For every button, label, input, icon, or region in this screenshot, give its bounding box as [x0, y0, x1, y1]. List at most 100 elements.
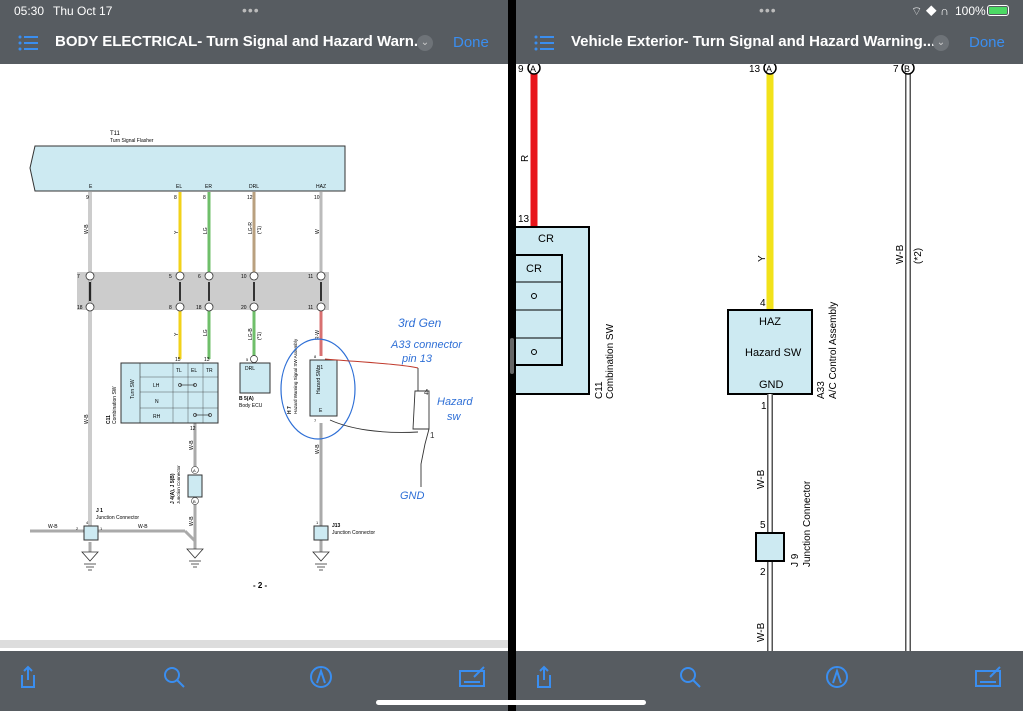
- svg-text:Y: Y: [174, 230, 180, 234]
- svg-text:Junction Connector: Junction Connector: [96, 515, 139, 521]
- wiring-diagram-right: A 9 R 13 CR CR C11 Combination SW A 13 Y…: [516, 61, 924, 651]
- svg-text:9: 9: [86, 195, 89, 201]
- pin-el: EL: [176, 184, 182, 190]
- svg-text:Junction Connector: Junction Connector: [176, 465, 181, 504]
- right-top-bar: ••• ⌔ ◆ ∩ 100% Vehicle Exterior- Turn Si…: [516, 0, 1023, 64]
- handwritten-annotations: [280, 338, 356, 440]
- svg-text:LG-R: LG-R: [248, 222, 254, 234]
- svg-text:(*1): (*1): [257, 332, 263, 340]
- document-title[interactable]: BODY ELECTRICAL- Turn Signal and Hazard …: [55, 33, 427, 50]
- svg-text:2: 2: [760, 567, 766, 578]
- svg-text:7: 7: [314, 418, 317, 423]
- chevron-down-icon-right[interactable]: ⌄: [933, 35, 949, 51]
- turn-signal-flasher-box: [29, 145, 346, 192]
- hazard-sw-box: [309, 359, 338, 417]
- share-icon-right[interactable]: [530, 663, 558, 691]
- split-view-handle[interactable]: [510, 338, 514, 374]
- svg-text:7: 7: [893, 64, 899, 75]
- svg-text:TL: TL: [176, 368, 182, 374]
- svg-text:LG-B: LG-B: [248, 328, 254, 340]
- svg-text:Combination SW: Combination SW: [112, 386, 118, 424]
- left-diagram-page: T11 Turn Signal Flasher E EL ER DRL HAZ …: [0, 64, 508, 651]
- connector-band: [77, 272, 329, 310]
- svg-text:13: 13: [204, 357, 210, 363]
- svg-text:W-B: W-B: [895, 244, 906, 264]
- svg-text:(*2): (*2): [913, 248, 924, 264]
- svg-text:12: 12: [247, 195, 253, 201]
- svg-text:(*1): (*1): [257, 226, 263, 234]
- svg-text:A: A: [193, 468, 196, 473]
- svg-text:4: 4: [424, 388, 429, 397]
- signature-icon-right[interactable]: [974, 663, 1002, 691]
- multitask-dots-icon-right[interactable]: •••: [759, 2, 777, 18]
- svg-text:B 5(A): B 5(A): [239, 396, 254, 402]
- list-icon-right[interactable]: [534, 35, 554, 51]
- svg-text:A: A: [530, 64, 536, 74]
- search-icon[interactable]: [160, 663, 188, 691]
- svg-text:A/C Control Assembly: A/C Control Assembly: [828, 302, 839, 399]
- svg-text:N: N: [155, 399, 159, 405]
- left-top-bar: 05:30 Thu Oct 17 ••• BODY ELECTRICAL- Tu…: [0, 0, 508, 64]
- svg-text:10: 10: [314, 195, 320, 201]
- svg-text:W: W: [315, 229, 321, 234]
- svg-text:1: 1: [761, 401, 767, 412]
- share-icon[interactable]: [14, 663, 42, 691]
- svg-text:8: 8: [169, 305, 172, 311]
- svg-text:R-W: R-W: [315, 330, 321, 340]
- pin-drl: DRL: [249, 184, 259, 190]
- markup-icon-right[interactable]: [823, 663, 851, 691]
- status-time: 05:30: [14, 4, 45, 18]
- ac-control-assembly-box: [727, 309, 813, 395]
- svg-text:13: 13: [518, 214, 530, 225]
- wifi-icon: ⌔ ◆ ∩: [911, 4, 949, 18]
- markup-icon[interactable]: [307, 663, 335, 691]
- svg-text:RH: RH: [153, 414, 161, 420]
- signature-icon[interactable]: [458, 663, 486, 691]
- junction-j9: [755, 532, 785, 562]
- svg-text:W-B: W-B: [48, 524, 58, 530]
- battery-percent: 100%: [955, 4, 986, 18]
- wiring-diagram-left: T11 Turn Signal Flasher E EL ER DRL HAZ …: [0, 131, 508, 648]
- ground-symbols: [81, 548, 330, 571]
- svg-text:CR: CR: [526, 263, 542, 275]
- svg-text:Hazard SW: Hazard SW: [316, 368, 322, 394]
- battery-icon: [987, 4, 1009, 18]
- svg-text:GND: GND: [759, 379, 784, 391]
- done-button-right[interactable]: Done: [969, 34, 1005, 51]
- done-button[interactable]: Done: [453, 34, 489, 51]
- svg-text:GND: GND: [400, 490, 425, 502]
- pin-er: ER: [205, 184, 212, 190]
- svg-text:18: 18: [196, 305, 202, 311]
- svg-text:9: 9: [518, 64, 524, 75]
- svg-text:Y: Y: [757, 255, 768, 262]
- svg-text:W-B: W-B: [315, 444, 321, 454]
- search-icon-right[interactable]: [676, 663, 704, 691]
- svg-text:15: 15: [175, 357, 181, 363]
- home-indicator[interactable]: [376, 700, 646, 705]
- right-document-pane: ••• ⌔ ◆ ∩ 100% Vehicle Exterior- Turn Si…: [516, 0, 1023, 711]
- svg-text:H 7: H 7: [287, 406, 293, 414]
- list-icon[interactable]: [18, 35, 38, 51]
- svg-text:8: 8: [314, 354, 317, 359]
- document-title-right[interactable]: Vehicle Exterior- Turn Signal and Hazard…: [571, 33, 936, 50]
- svg-text:8: 8: [203, 195, 206, 201]
- svg-text:5: 5: [246, 357, 249, 362]
- svg-text:Hazard SW: Hazard SW: [745, 347, 802, 359]
- svg-text:A: A: [766, 64, 772, 74]
- svg-text:J 9: J 9: [790, 553, 801, 567]
- junction-j4-j5: [187, 474, 203, 498]
- pin-e: E: [89, 184, 93, 190]
- left-document-pane: 05:30 Thu Oct 17 ••• BODY ELECTRICAL- Tu…: [0, 0, 508, 711]
- svg-text:W-B: W-B: [84, 414, 90, 424]
- svg-text:C11: C11: [594, 381, 605, 399]
- svg-text:LG: LG: [203, 227, 209, 234]
- chevron-down-icon[interactable]: ⌄: [417, 35, 433, 51]
- flasher-name: Turn Signal Flasher: [110, 138, 154, 144]
- svg-text:W-B: W-B: [84, 224, 90, 234]
- page-number: - 2 -: [253, 581, 268, 590]
- svg-text:Hazard: Hazard: [437, 396, 473, 408]
- svg-text:12: 12: [190, 426, 196, 432]
- svg-text:4: 4: [86, 520, 89, 525]
- svg-text:4: 4: [760, 298, 766, 309]
- multitask-dots-icon[interactable]: •••: [242, 2, 260, 18]
